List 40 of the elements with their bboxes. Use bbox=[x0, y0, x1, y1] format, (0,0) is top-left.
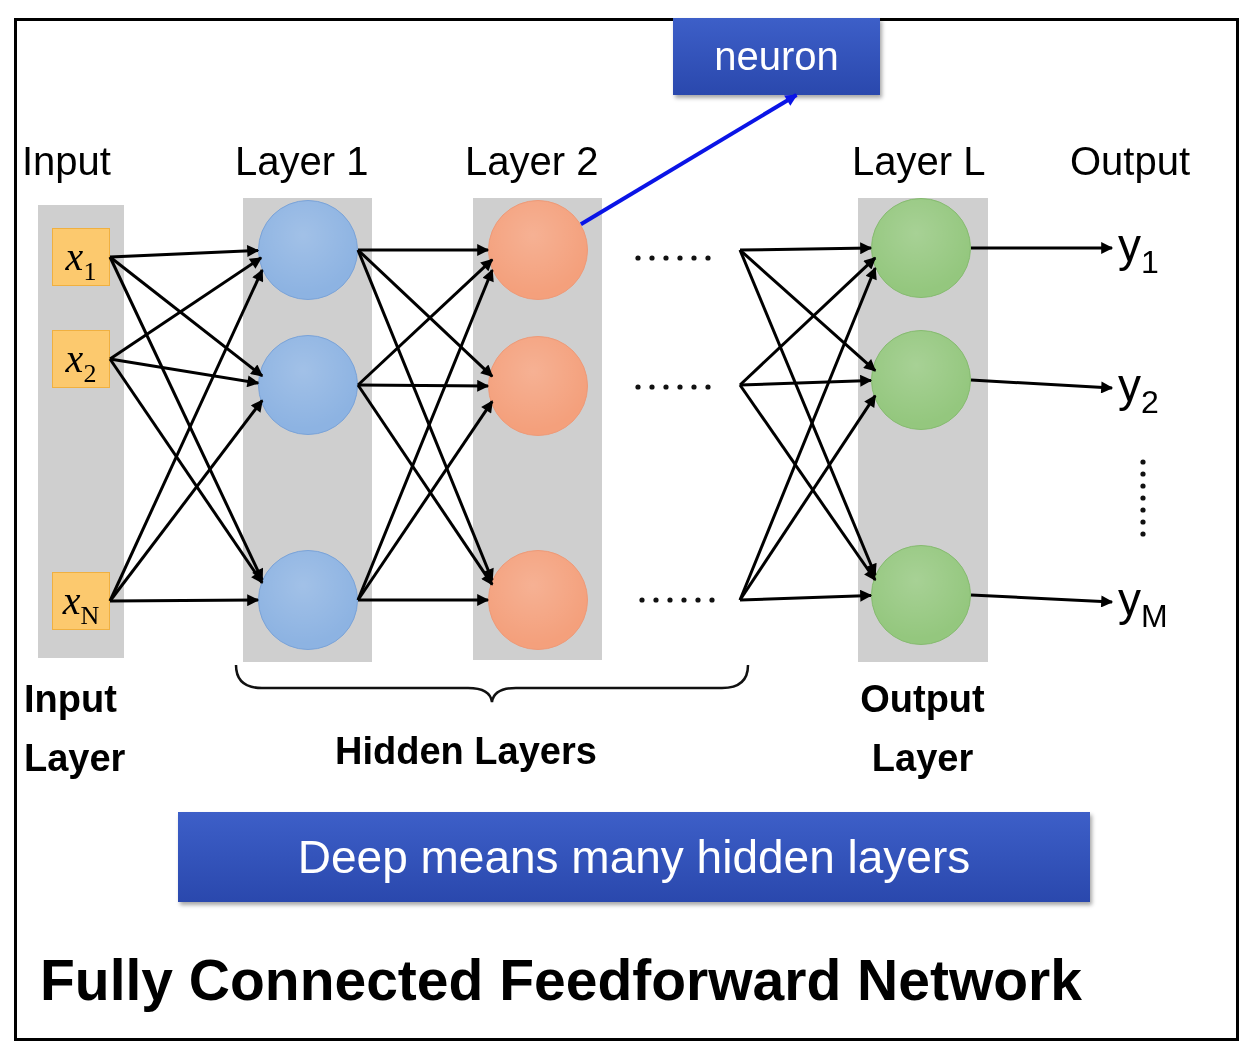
connection-arrow bbox=[109, 255, 264, 378]
caption: Fully Connected Feedforward Network bbox=[40, 948, 1082, 1014]
layer-band bbox=[38, 205, 124, 658]
column-heading: Input bbox=[22, 138, 111, 184]
connection-arrow bbox=[109, 357, 260, 388]
connection-arrow bbox=[738, 256, 877, 387]
layer-caption: Output Layer bbox=[859, 677, 986, 781]
connection-arrow bbox=[108, 358, 264, 584]
connection-arrow bbox=[970, 378, 1114, 394]
column-heading: Layer 1 bbox=[235, 138, 369, 184]
connection-arrow bbox=[971, 242, 1114, 254]
output-variable: y$_{2}$ bbox=[1118, 358, 1188, 418]
connection-arrow bbox=[108, 399, 264, 602]
column-heading: Layer L bbox=[852, 138, 986, 184]
input-variable: x$_{1}$ bbox=[52, 228, 110, 286]
column-heading: Layer 2 bbox=[465, 138, 599, 184]
layer-band bbox=[858, 198, 988, 662]
banner-box: Deep means many hidden layers bbox=[178, 812, 1090, 902]
input-variable: x$_{N}$ bbox=[52, 572, 110, 630]
connection-arrow bbox=[970, 593, 1114, 608]
connection-arrow bbox=[109, 245, 260, 259]
connection-arrow bbox=[109, 256, 263, 361]
layer-caption: Hidden Layers bbox=[335, 730, 597, 774]
callout-box: neuron bbox=[673, 18, 880, 95]
output-variable: y$_{1}$ bbox=[1118, 218, 1188, 278]
connection-arrow bbox=[358, 379, 490, 392]
leader-arrow bbox=[579, 93, 798, 226]
connection-arrow bbox=[739, 242, 873, 255]
connection-arrow bbox=[739, 589, 873, 602]
layer-band bbox=[473, 198, 602, 660]
connection-arrow bbox=[358, 594, 490, 606]
layer-caption: Input Layer bbox=[24, 677, 127, 781]
connection-arrow bbox=[739, 374, 873, 387]
connection-arrow bbox=[110, 594, 260, 607]
layer-band bbox=[243, 198, 372, 662]
connection-arrow bbox=[739, 248, 877, 372]
output-variable: y$_{M}$ bbox=[1118, 572, 1198, 632]
connection-arrow bbox=[358, 244, 490, 256]
input-variable: x$_{2}$ bbox=[52, 330, 110, 388]
column-heading: Output bbox=[1070, 138, 1191, 184]
